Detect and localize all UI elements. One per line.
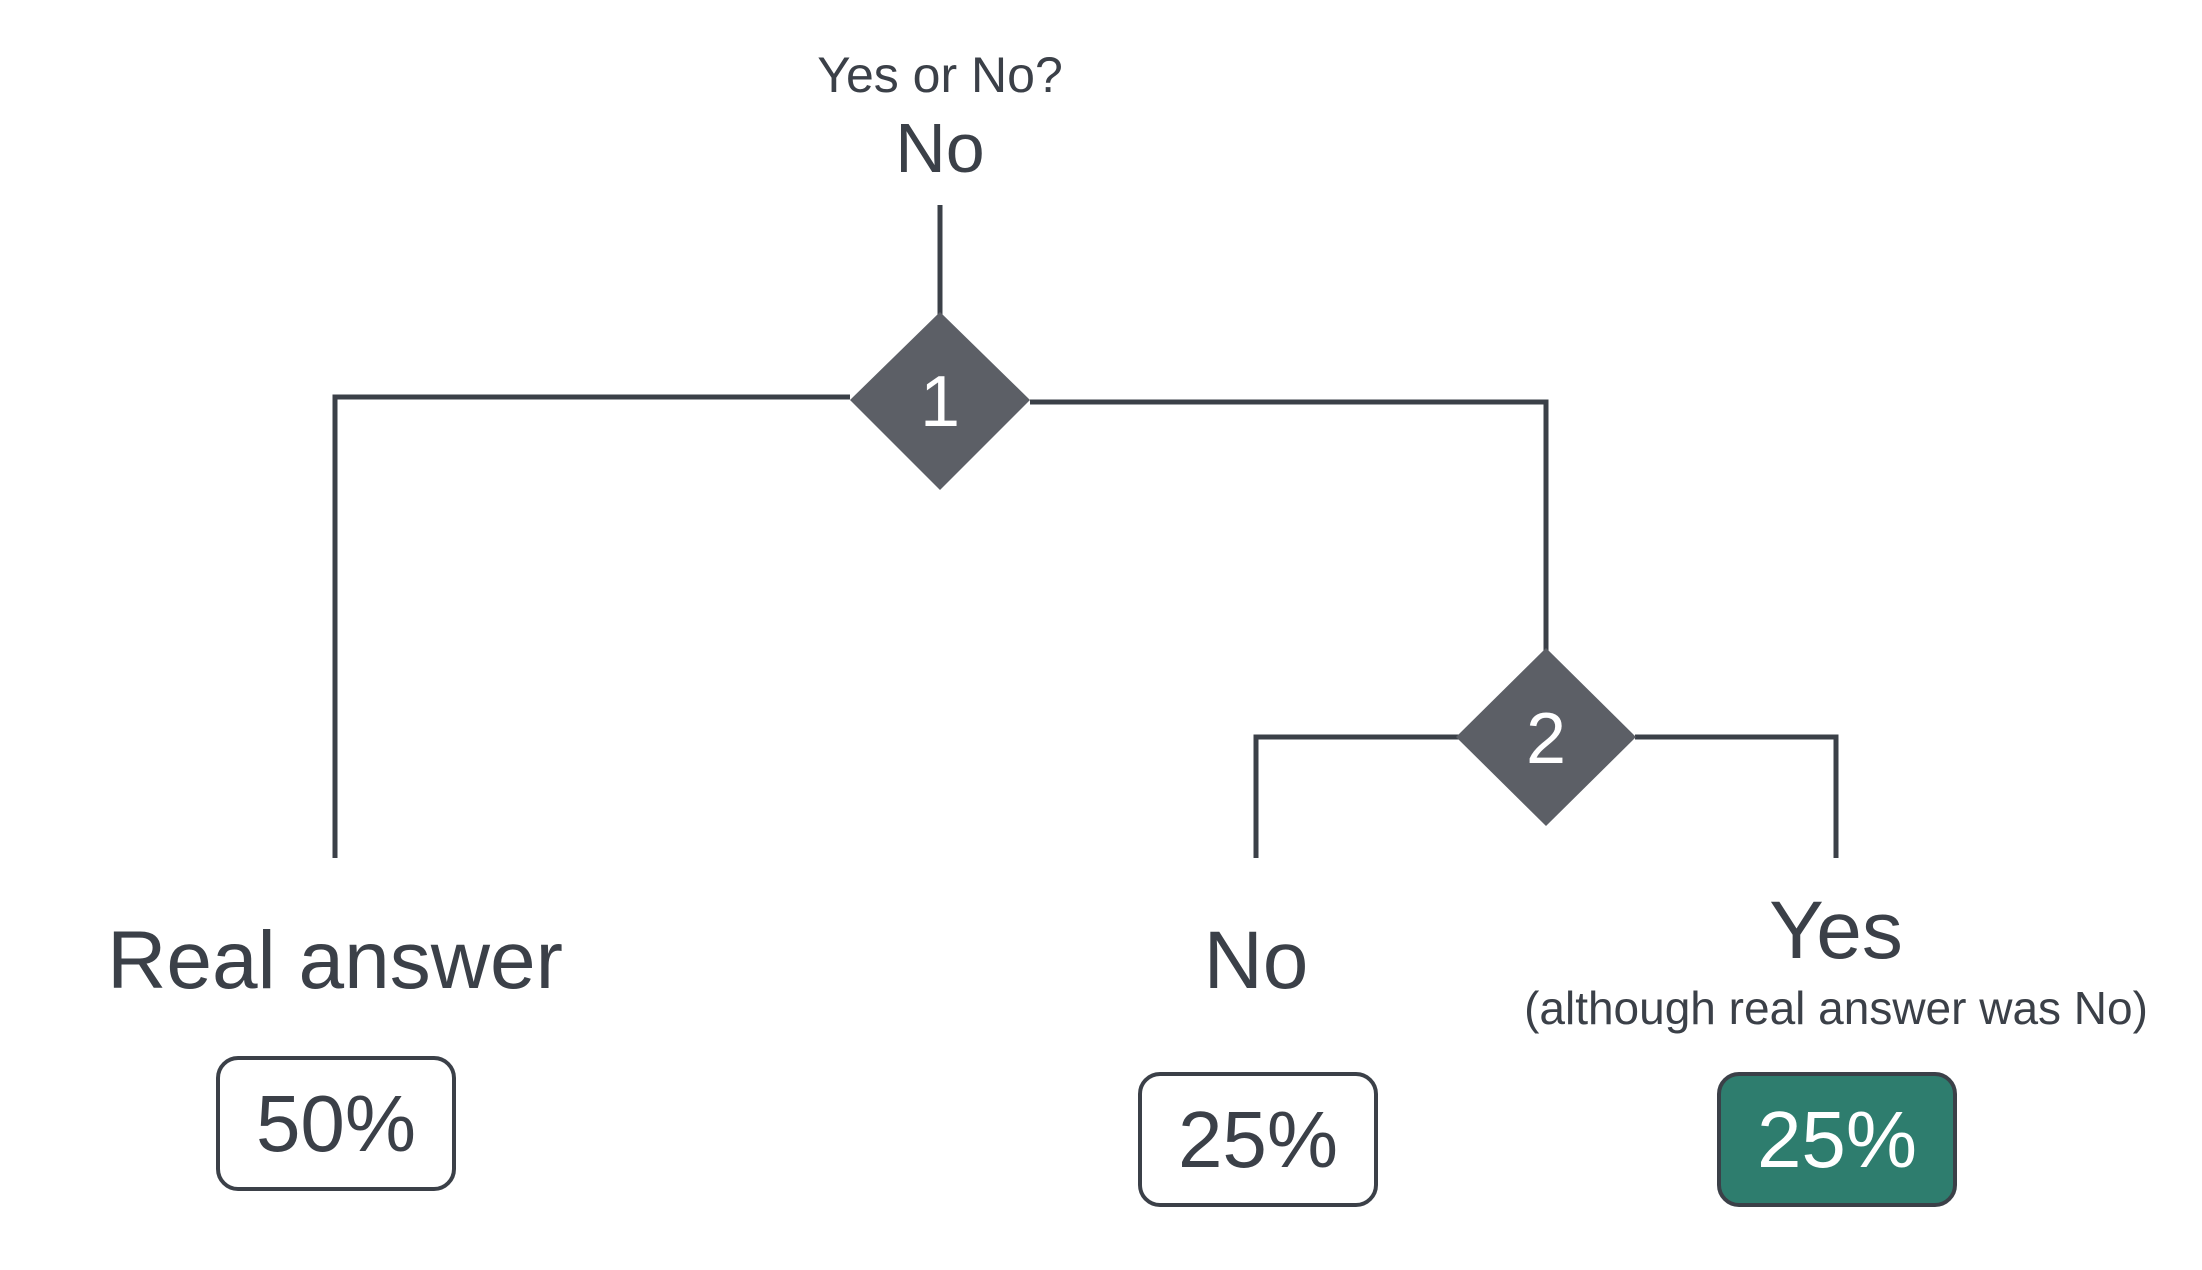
branch-left-line [332, 394, 850, 858]
question-answer: No [895, 109, 985, 187]
branch-right-line [1030, 399, 1549, 656]
outcome-label-real-answer: Real answer [107, 915, 563, 1006]
outcome-label-no: No [1203, 915, 1309, 1006]
percent-box-real-answer: 50% [216, 1056, 456, 1191]
node-2-number: 2 [1525, 699, 1567, 779]
percent-box-no: 25% [1138, 1072, 1378, 1207]
decision-node-2 [1456, 648, 1636, 826]
percent-box-yes: 25% [1717, 1072, 1957, 1207]
question-prompt: Yes or No? [817, 47, 1063, 103]
branch-no-line [1253, 734, 1460, 858]
decision-node-1 [850, 312, 1030, 490]
outcome-note-yes: (although real answer was No) [1524, 982, 2148, 1034]
branch-yes-line [1635, 734, 1839, 858]
node-1-number: 1 [919, 362, 961, 442]
outcome-label-yes: Yes [1769, 885, 1903, 976]
